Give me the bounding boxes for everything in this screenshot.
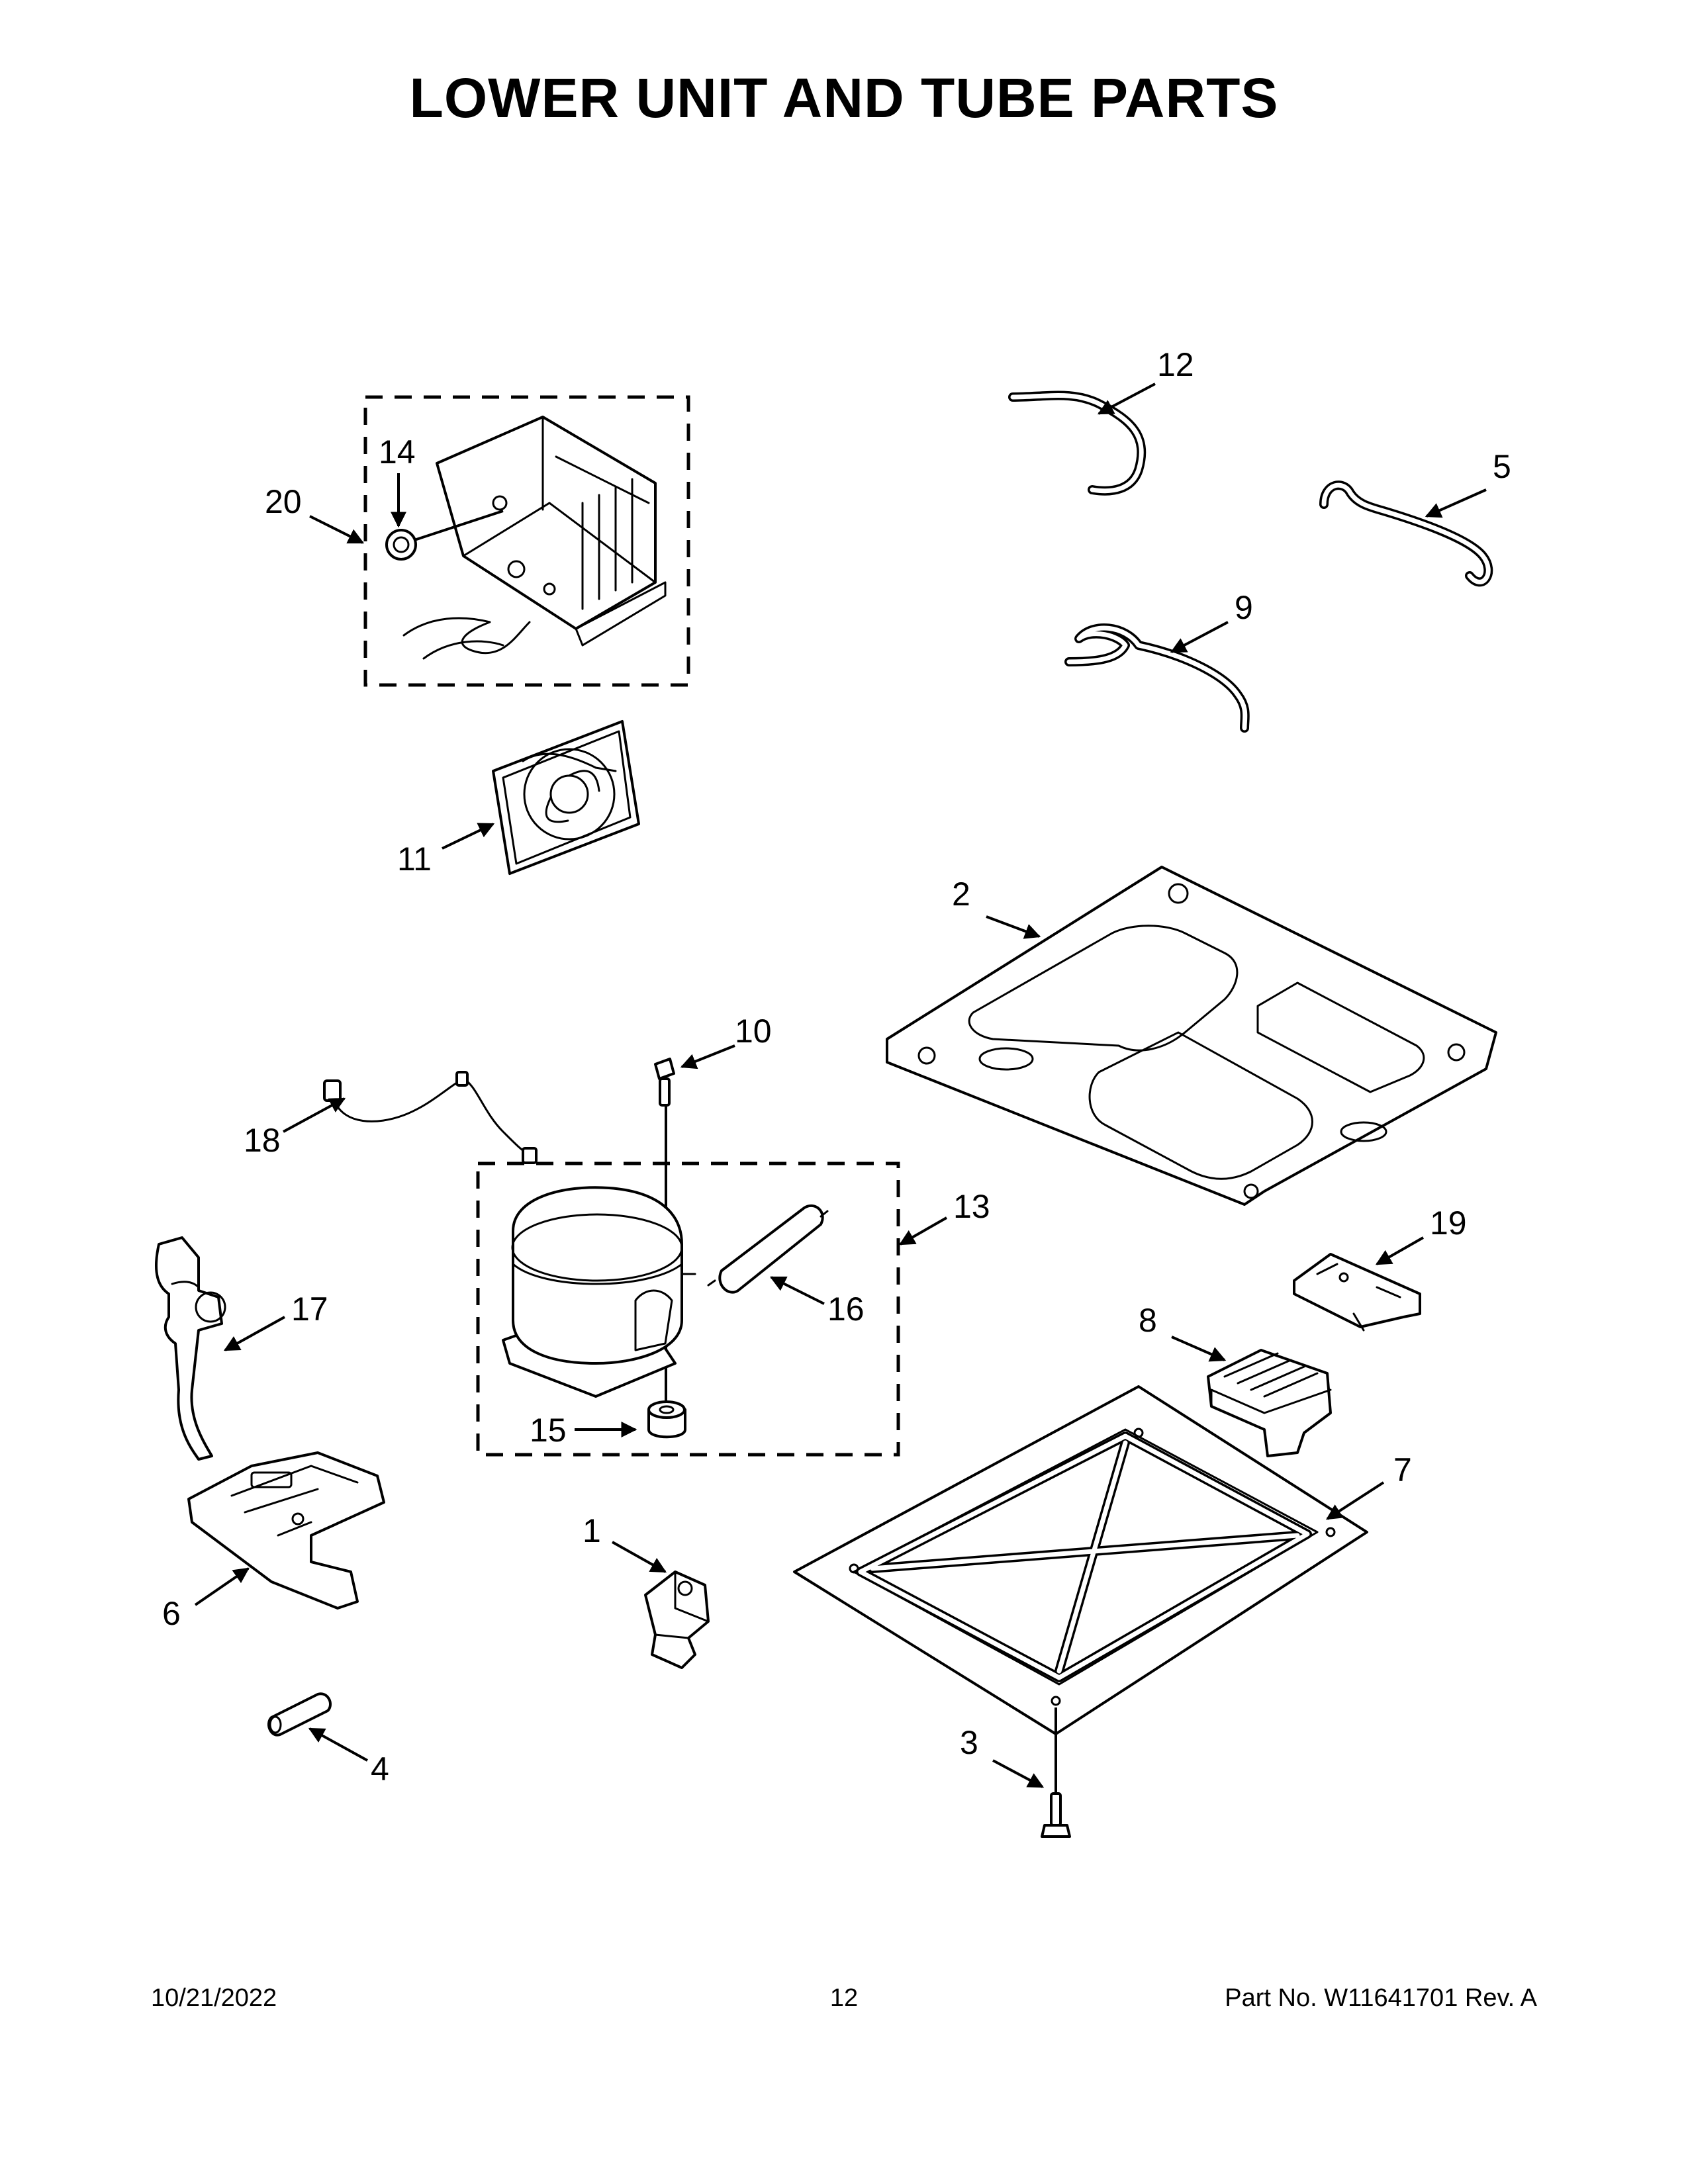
bracket-19 [1293,1253,1421,1332]
screw-3 [1041,1792,1071,1838]
evaporator-fan-bracket [492,720,640,875]
callout-11: 11 [397,841,432,878]
callout-8: 8 [1139,1302,1157,1339]
callout-18: 18 [244,1122,281,1159]
footer-page-number: 12 [829,1984,859,2012]
base-pan [886,866,1497,1206]
condenser-fan-housing [402,416,667,660]
tube-12 [1008,390,1147,496]
module-8 [1207,1349,1332,1457]
grommet-15 [647,1400,686,1439]
callout-5: 5 [1493,448,1511,485]
callout-7: 7 [1393,1451,1412,1488]
floor-pan-7 [793,1385,1368,1735]
callout-3: 3 [960,1724,978,1761]
callout-2: 2 [952,876,970,913]
callout-17: 17 [291,1291,328,1328]
callout-9: 9 [1235,589,1253,626]
callout-6: 6 [162,1595,181,1632]
compressor [502,1186,696,1398]
footer-date: 10/21/2022 [151,1984,277,2012]
screw-10 [654,1058,675,1107]
grommet-14 [385,510,504,561]
mounting-bracket-6 [187,1451,385,1610]
callout-12: 12 [1157,346,1194,383]
callout-16: 16 [827,1291,865,1328]
item-20-assembly-box [363,395,690,687]
callout-13: 13 [953,1188,990,1225]
callout-15: 15 [530,1412,567,1449]
sleeve-4 [267,1692,332,1737]
leader-lines [194,383,1487,1788]
drier-16 [707,1204,829,1294]
tube-9 [1064,623,1250,733]
callout-10: 10 [735,1013,772,1050]
tube-5 [1319,480,1493,587]
callout-1: 1 [583,1512,601,1549]
callout-4: 4 [371,1751,389,1788]
relay-1 [644,1570,710,1669]
item-13-assembly-box [476,1161,900,1457]
water-valve-17 [154,1236,226,1461]
callout-20: 20 [265,483,302,520]
footer-part-number: Part No. W11641701 Rev. A [1225,1984,1537,2012]
wire-harness-18 [323,1071,538,1164]
callout-14: 14 [379,433,416,471]
page-title: LOWER UNIT AND TUBE PARTS [409,67,1279,129]
callout-19: 19 [1430,1205,1467,1242]
